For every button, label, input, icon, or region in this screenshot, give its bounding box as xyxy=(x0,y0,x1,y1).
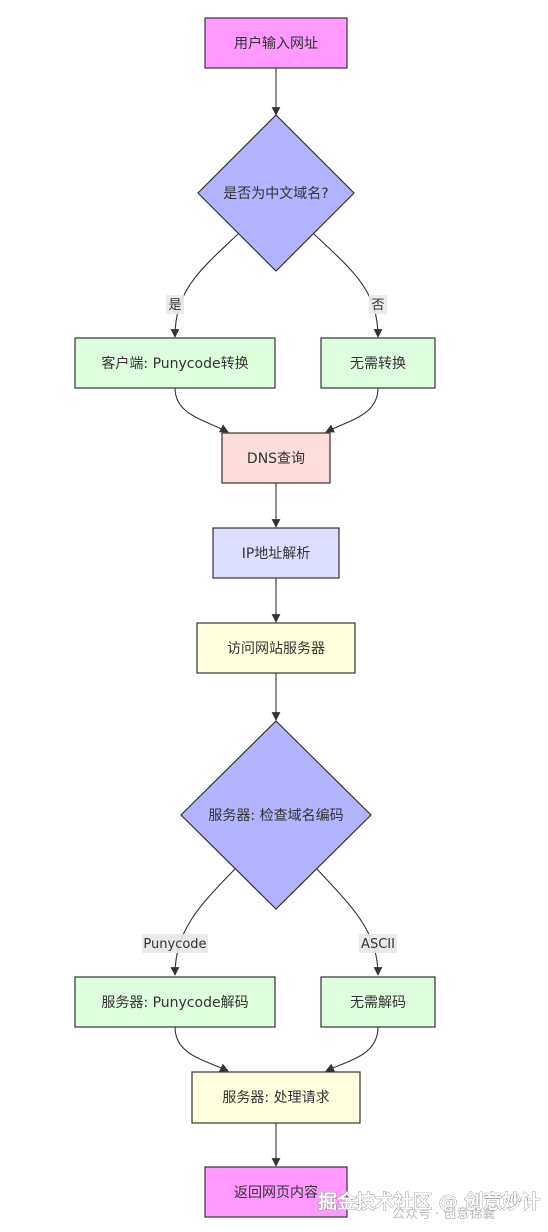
node-dns-query-label: DNS查询 xyxy=(247,451,305,467)
edge-client-to-dns xyxy=(174,387,229,433)
edge-label-ascii-text: ASCII xyxy=(361,937,395,952)
node-server-process-label: 服务器: 处理请求 xyxy=(222,1090,329,1106)
node-no-convert: 无需转换 xyxy=(320,337,436,389)
edge-label-no-text: 否 xyxy=(371,298,384,313)
node-server-decode-label: 服务器: Punycode解码 xyxy=(101,995,248,1011)
edge-check-ascii xyxy=(315,867,383,976)
node-server-process: 服务器: 处理请求 xyxy=(191,1071,361,1124)
watermark-ghost-text: 公众号 · 创意锦囊 xyxy=(392,1206,495,1222)
node-no-decode-label: 无需解码 xyxy=(350,995,406,1011)
node-ip-resolve-label: IP地址解析 xyxy=(242,546,311,562)
edge-label-punycode-text: Punycode xyxy=(143,937,206,952)
node-dns-query: DNS查询 xyxy=(221,432,331,484)
edge-nodecode-to-process xyxy=(325,1026,379,1072)
node-no-convert-label: 无需转换 xyxy=(350,355,406,372)
node-return-page: 返回网页内容 xyxy=(204,1166,348,1218)
node-visit-server: 访问网站服务器 xyxy=(196,622,356,674)
edge-label-yes: 是 xyxy=(166,295,184,314)
node-no-decode: 无需解码 xyxy=(320,976,436,1028)
edge-decision-yes xyxy=(170,233,239,338)
edge-decision-no xyxy=(313,233,383,338)
edge-label-punycode: Punycode xyxy=(142,934,208,953)
edge-label-yes-text: 是 xyxy=(168,298,181,313)
edge-noconvert-to-dns xyxy=(325,387,379,433)
node-client-punycode: 客户端: Punycode转换 xyxy=(74,337,276,389)
node-client-punycode-label: 客户端: Punycode转换 xyxy=(101,355,248,372)
node-decision-server-check-label: 服务器: 检查域名编码 xyxy=(208,808,343,824)
edge-decode-to-process xyxy=(174,1026,229,1072)
edges xyxy=(170,68,383,1167)
watermark-text: 掘金技术社区 @ 创意妙计 xyxy=(318,1190,540,1213)
node-decision-chinese-domain: 是否为中文域名? xyxy=(197,114,355,272)
node-start-label: 用户输入网址 xyxy=(234,35,318,52)
node-visit-server-label: 访问网站服务器 xyxy=(227,641,325,657)
node-decision-server-check: 服务器: 检查域名编码 xyxy=(180,720,372,910)
edge-label-no: 否 xyxy=(369,295,387,314)
node-start: 用户输入网址 xyxy=(204,17,348,69)
edge-label-ascii: ASCII xyxy=(359,934,397,953)
node-decision-chinese-label: 是否为中文域名? xyxy=(223,186,328,202)
node-return-page-label: 返回网页内容 xyxy=(234,1184,318,1201)
node-server-decode: 服务器: Punycode解码 xyxy=(74,976,276,1028)
edge-check-punycode xyxy=(170,867,237,976)
node-ip-resolve: IP地址解析 xyxy=(212,527,340,579)
